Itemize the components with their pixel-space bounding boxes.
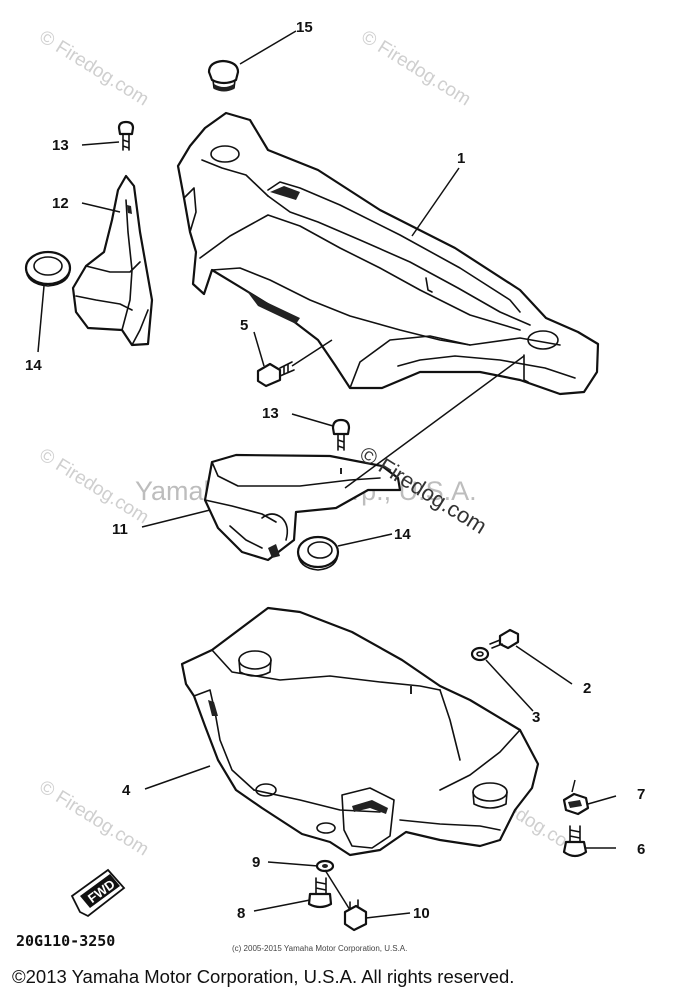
callout-4: 4 (122, 782, 131, 799)
callout-2: 2 (583, 680, 591, 697)
watermark-top-left: © Firedog.com (35, 26, 152, 110)
diagram-code: 20G110-3250 (16, 932, 115, 950)
part-9-washer (315, 859, 335, 873)
callout-numbers: 15 1 13 12 14 5 13 11 14 2 3 4 7 6 9 8 1… (25, 19, 645, 922)
part-14-grommet-middle (296, 535, 340, 571)
part-1-upper-cover (176, 111, 600, 396)
callout-10: 10 (413, 905, 430, 922)
callout-14-top: 14 (25, 357, 42, 374)
part-6-bolt (562, 825, 588, 858)
callout-6: 6 (637, 841, 645, 858)
callout-8: 8 (237, 905, 245, 922)
part-4-lower-cover (180, 606, 540, 857)
part-2-bolt (489, 628, 520, 650)
callout-1: 1 (457, 150, 465, 167)
callout-14-middle: 14 (394, 526, 411, 543)
callout-9: 9 (252, 854, 260, 871)
part-12-left-bracket (71, 174, 154, 347)
part-7-nut (562, 792, 590, 816)
part-10-nut (343, 899, 368, 932)
part-5-bolt (256, 361, 295, 388)
watermark-low-left: © Firedog.com (35, 776, 152, 860)
callout-5: 5 (240, 317, 248, 334)
part-8-bolt (307, 877, 333, 909)
part-13-screw-top (117, 120, 135, 151)
watermark-top-right: © Firedog.com (357, 26, 474, 110)
callout-3: 3 (532, 709, 540, 726)
callout-12: 12 (52, 195, 69, 212)
callout-7: 7 (637, 786, 645, 803)
footer-copyright: ©2013 Yamaha Motor Corporation, U.S.A. A… (12, 966, 514, 987)
leader-lines (37, 30, 617, 919)
part-3-washer (470, 646, 490, 662)
part-13-screw-middle (331, 418, 351, 451)
part-11-middle-bracket (203, 453, 402, 562)
small-copyright: (c) 2005-2015 Yamaha Motor Corporation, … (232, 944, 407, 953)
callout-15: 15 (296, 19, 313, 36)
callout-13-top: 13 (52, 137, 69, 154)
callout-11: 11 (112, 521, 128, 538)
callout-13-middle: 13 (262, 405, 279, 422)
part-15-plug (207, 59, 240, 92)
part-14-grommet-top (24, 250, 72, 287)
fwd-arrow-icon: FWD (70, 868, 126, 918)
